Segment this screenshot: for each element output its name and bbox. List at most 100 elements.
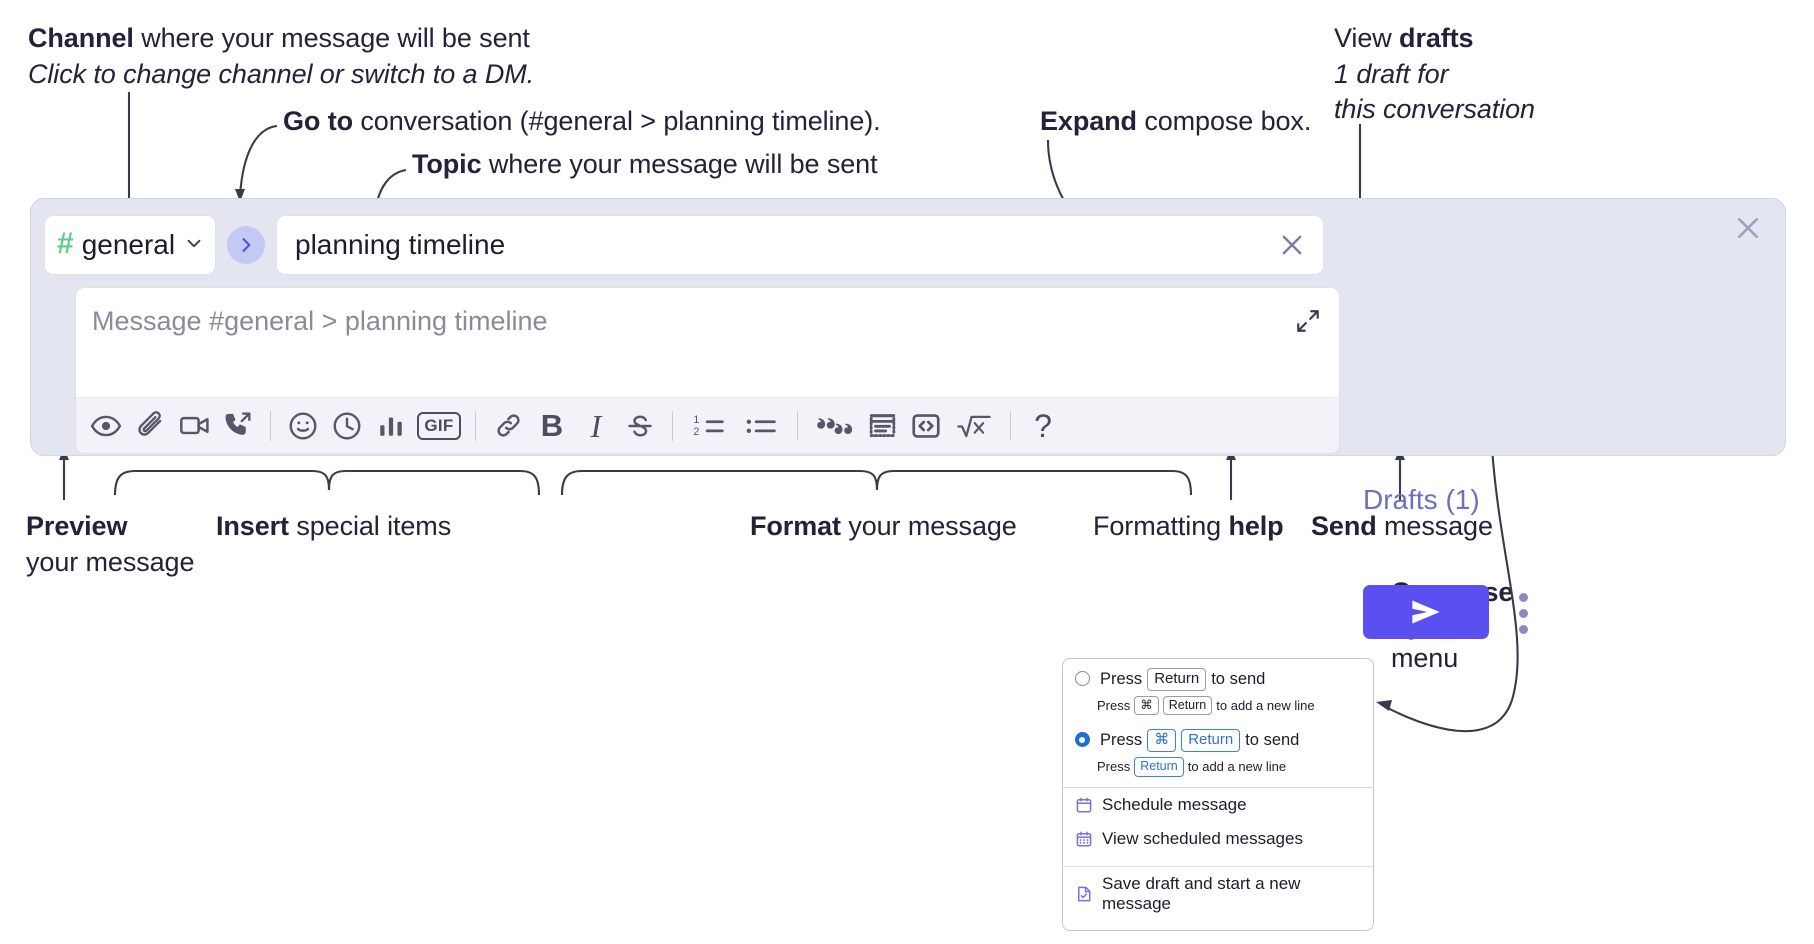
attach-button[interactable] bbox=[128, 404, 172, 448]
calendar-grid-icon bbox=[1075, 830, 1093, 848]
separator-3 bbox=[672, 410, 673, 441]
message-placeholder: Message #general > planning timeline bbox=[92, 306, 548, 336]
bulleted-list-icon bbox=[746, 419, 776, 433]
strikethrough-icon bbox=[628, 414, 652, 437]
radio-2-sub-press: Press bbox=[1097, 759, 1131, 775]
annotation-goto-bold: Go to bbox=[283, 106, 353, 136]
separator-1 bbox=[270, 410, 271, 441]
expand-compose-button[interactable] bbox=[1295, 308, 1321, 339]
annotation-channel: Channel where your message will be sent … bbox=[28, 23, 534, 90]
annotation-drafts-pre: View bbox=[1334, 23, 1400, 53]
compose-options-button[interactable] bbox=[1511, 591, 1535, 635]
annotation-help-pre: Formatting bbox=[1093, 511, 1229, 541]
menu-item-schedule-message[interactable]: Schedule message bbox=[1063, 788, 1373, 822]
bulleted-list-button[interactable] bbox=[735, 404, 787, 448]
italic-button[interactable]: I bbox=[574, 404, 618, 448]
compose-options-menu: Press Return to send Press ⌘ Return to a… bbox=[1062, 658, 1374, 931]
phone-forward-icon bbox=[224, 412, 251, 435]
more-vertical-icon bbox=[1518, 592, 1528, 602]
calendar-icon bbox=[1075, 796, 1093, 814]
link-button[interactable] bbox=[486, 404, 530, 448]
radio-2-key-return: Return bbox=[1181, 729, 1241, 753]
inline-code-button[interactable] bbox=[904, 404, 948, 448]
svg-text:2: 2 bbox=[693, 426, 699, 438]
ordered-list-button[interactable]: 1 2 bbox=[683, 404, 735, 448]
expand-arrows-icon bbox=[1297, 310, 1319, 332]
topic-input[interactable]: planning timeline bbox=[276, 215, 1324, 275]
radio-1-sub-suffix: to add a new line bbox=[1216, 698, 1315, 714]
code-block-button[interactable] bbox=[860, 404, 904, 448]
more-vertical-icon-dot3 bbox=[1518, 624, 1528, 634]
annotation-drafts-bold: drafts bbox=[1399, 23, 1474, 53]
compose-widget: # general planning timeline Message #gen… bbox=[30, 198, 1786, 639]
gif-button[interactable]: GIF bbox=[413, 404, 465, 448]
radio-unselected-icon[interactable] bbox=[1075, 671, 1090, 686]
link-icon bbox=[496, 414, 520, 437]
channel-row: # general planning timeline bbox=[44, 215, 1324, 275]
preview-button[interactable] bbox=[84, 404, 128, 448]
annotation-help: Formatting help bbox=[1093, 511, 1284, 543]
italic-label: I bbox=[590, 407, 602, 444]
annotation-preview-bold: Preview bbox=[26, 511, 128, 541]
menu-radio-option-cmd-return[interactable]: Press ⌘ Return to send bbox=[1063, 715, 1373, 753]
smiley-icon bbox=[289, 412, 317, 439]
annotation-drafts-line3: this conversation bbox=[1334, 94, 1535, 125]
video-clip-button[interactable] bbox=[172, 404, 216, 448]
annotation-preview-line2: your message bbox=[26, 546, 195, 577]
annotation-format-rest: your message bbox=[840, 511, 1017, 541]
radio-2-press-label: Press bbox=[1100, 731, 1143, 750]
formatting-toolbar: GIF B I bbox=[75, 397, 1340, 454]
strikethrough-button[interactable] bbox=[618, 404, 662, 448]
radio-1-sub-key-cmd: ⌘ bbox=[1134, 695, 1159, 716]
message-input[interactable]: Message #general > planning timeline bbox=[75, 287, 1340, 397]
reminder-button[interactable] bbox=[325, 404, 369, 448]
gif-label: GIF bbox=[417, 411, 461, 440]
menu-divider-1 bbox=[1063, 786, 1373, 788]
go-to-conversation-button[interactable] bbox=[227, 226, 265, 264]
radio-1-sub-key-return: Return bbox=[1162, 695, 1213, 716]
radio-1-key-return: Return bbox=[1147, 668, 1207, 691]
menu-item-view-scheduled[interactable]: View scheduled messages bbox=[1063, 822, 1373, 856]
emoji-button[interactable] bbox=[281, 404, 325, 448]
menu-item-schedule-message-label: Schedule message bbox=[1102, 794, 1247, 814]
annotation-channel-rest: where your message will be sent bbox=[133, 23, 530, 53]
radio-2-suffix: to send bbox=[1245, 731, 1300, 750]
menu-radio-option-return[interactable]: Press Return to send bbox=[1063, 659, 1373, 691]
annotation-insert-bold: Insert bbox=[216, 511, 289, 541]
annotation-insert: Insert special items bbox=[216, 511, 451, 543]
close-icon bbox=[1282, 235, 1302, 255]
formatting-help-button[interactable]: ? bbox=[1021, 404, 1065, 448]
radio-1-sub-press: Press bbox=[1097, 698, 1131, 714]
topic-value: planning timeline bbox=[295, 229, 506, 260]
poll-button[interactable] bbox=[369, 404, 413, 448]
drafts-link[interactable]: Drafts (1) bbox=[1363, 484, 1480, 515]
radio-1-suffix: to send bbox=[1211, 669, 1266, 688]
send-paper-plane-icon bbox=[1412, 600, 1440, 624]
annotation-insert-rest: special items bbox=[288, 511, 452, 541]
radio-1-press-label: Press bbox=[1100, 669, 1143, 688]
audio-clip-button[interactable] bbox=[216, 404, 260, 448]
annotation-goto: Go to conversation (#general > planning … bbox=[283, 106, 881, 138]
menu-item-save-draft[interactable]: Save draft and start a new message bbox=[1063, 867, 1373, 921]
math-button[interactable] bbox=[948, 404, 1000, 448]
menu-divider-2 bbox=[1063, 865, 1373, 867]
clear-topic-button[interactable] bbox=[1277, 230, 1307, 260]
radio-selected-icon[interactable] bbox=[1075, 732, 1090, 748]
annotation-format: Format your message bbox=[750, 511, 1017, 543]
bold-button[interactable]: B bbox=[530, 404, 574, 448]
close-widget-button[interactable] bbox=[1733, 213, 1763, 248]
annotation-channel-sub: Click to change channel or switch to a D… bbox=[28, 58, 535, 89]
blockquote-button[interactable] bbox=[808, 404, 860, 448]
document-check-icon bbox=[1075, 885, 1093, 903]
radio-2-sub-suffix: to add a new line bbox=[1187, 759, 1287, 775]
channel-selector[interactable]: # general bbox=[44, 215, 216, 275]
paperclip-icon bbox=[137, 411, 161, 436]
radio-2-sub-key-return: Return bbox=[1134, 757, 1184, 777]
annotation-goto-rest: conversation (#general > planning timeli… bbox=[352, 106, 881, 136]
annotation-preview: Preview your message bbox=[26, 511, 194, 578]
annotation-drafts: View drafts 1 draft for this conversatio… bbox=[1334, 23, 1535, 126]
bold-label: B bbox=[540, 408, 564, 443]
separator-2 bbox=[475, 410, 476, 441]
send-button[interactable] bbox=[1363, 585, 1489, 639]
annotation-topic-bold: Topic bbox=[412, 149, 482, 179]
